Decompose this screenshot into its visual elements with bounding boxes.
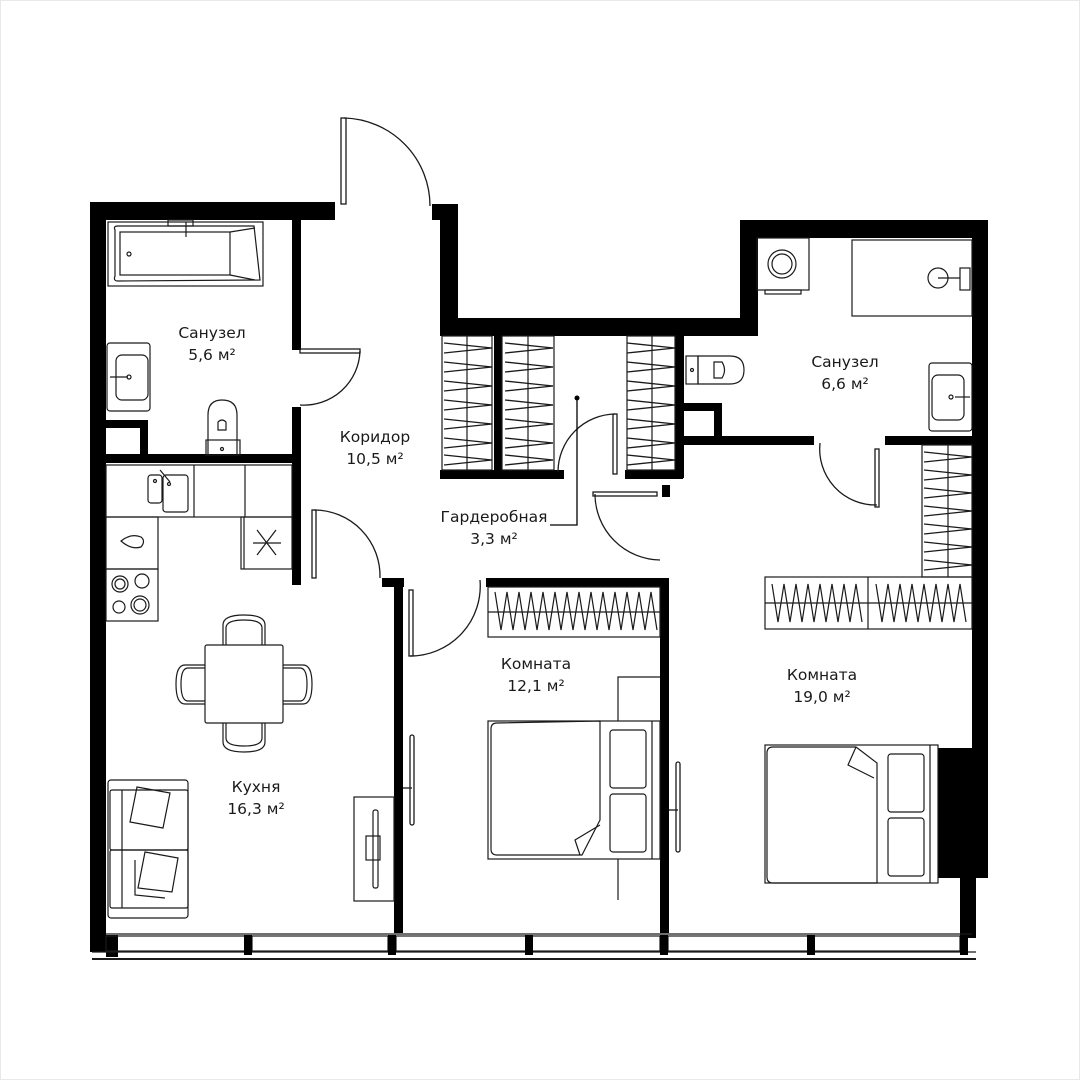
room-name: Коридор	[339, 428, 411, 446]
room-label-bathroom-2: Санузел 6,6 м²	[811, 351, 878, 395]
room-label-bedroom-1: Комната 12,1 м²	[501, 653, 571, 697]
wardrobe-icon	[487, 586, 661, 638]
walls	[90, 202, 988, 957]
room-label-corridor: Коридор 10,5 м²	[340, 426, 410, 470]
room-area: 16,3 м²	[227, 800, 285, 818]
room-name: Комната	[786, 666, 858, 684]
room-name: Гардеробная	[440, 508, 548, 526]
bathtub-icon	[107, 219, 264, 287]
room-area: 3,3 м²	[470, 530, 518, 548]
wardrobe-label-pointer	[550, 395, 580, 526]
hangers-wardrobe	[443, 342, 676, 466]
wardrobe-icon	[764, 444, 973, 630]
room-label-bedroom-2: Комната 19,0 м²	[787, 664, 857, 708]
stove-icon	[111, 573, 150, 615]
room-area: 5,6 м²	[188, 346, 236, 364]
room-area: 6,6 м²	[821, 375, 869, 393]
window-strip	[92, 933, 976, 960]
room-area: 12,1 м²	[507, 677, 565, 695]
doors	[299, 117, 880, 853]
door-icon	[340, 117, 347, 205]
room-area: 10,5 м²	[346, 450, 404, 468]
room-label-wardrobe: Гардеробная 3,3 м²	[441, 506, 548, 550]
sofa-icon	[107, 779, 189, 919]
bed-icon	[487, 720, 661, 860]
kitchen-counter	[105, 464, 293, 622]
dishwasher-icon	[120, 535, 145, 549]
room-area: 19,0 м²	[793, 688, 851, 706]
kitchen-sink-icon	[147, 469, 189, 513]
tv-stand-icon	[353, 796, 395, 902]
room-name: Санузел	[811, 353, 879, 371]
room-name: Санузел	[178, 324, 246, 342]
chair-icon	[175, 614, 313, 753]
room-name: Комната	[500, 655, 572, 673]
room-name: Кухня	[231, 778, 281, 796]
table-icon	[204, 644, 284, 724]
washing-machine-icon	[756, 237, 810, 295]
shower-icon	[851, 239, 973, 317]
room-label-bathroom-1: Санузел 5,6 м²	[178, 322, 245, 366]
door-icon	[343, 117, 431, 207]
toilet-icon	[205, 399, 241, 456]
sink-icon	[928, 362, 973, 432]
fridge-icon	[240, 516, 293, 570]
nightstand-icon	[617, 676, 660, 900]
toilet-icon	[685, 355, 745, 385]
bed-icon	[764, 744, 939, 884]
window-mullions	[244, 935, 968, 955]
sink-icon	[106, 342, 151, 412]
room-label-kitchen: Кухня 16,3 м²	[227, 776, 284, 820]
